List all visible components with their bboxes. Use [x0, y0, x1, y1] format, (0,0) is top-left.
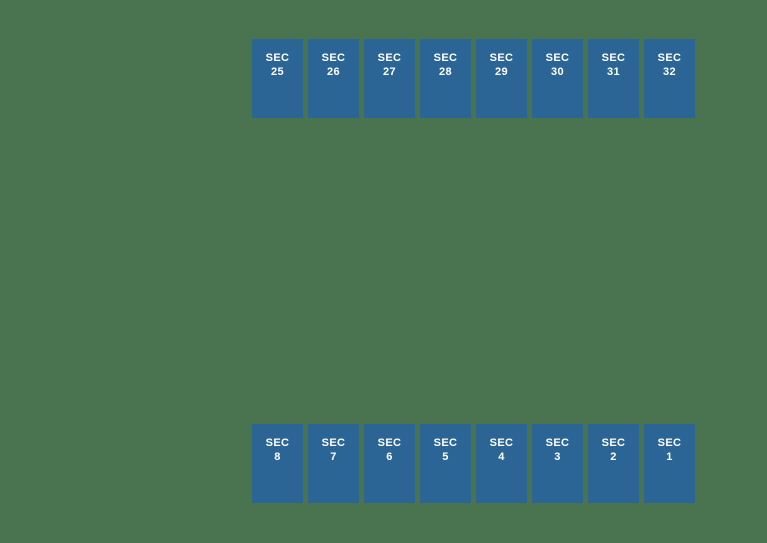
section-sec-32[interactable]: SEC 32 — [644, 39, 695, 118]
section-sec-29[interactable]: SEC 29 — [476, 39, 527, 118]
section-number: 5 — [442, 451, 449, 463]
section-number: 6 — [386, 451, 393, 463]
section-prefix: SEC — [433, 437, 458, 449]
section-number: 8 — [274, 451, 281, 463]
section-prefix: SEC — [377, 52, 402, 64]
section-prefix: SEC — [321, 437, 346, 449]
section-prefix: SEC — [433, 52, 458, 64]
section-prefix: SEC — [657, 437, 682, 449]
section-number: 25 — [270, 66, 285, 78]
section-prefix: SEC — [265, 437, 290, 449]
section-sec-1[interactable]: SEC 1 — [644, 424, 695, 503]
section-prefix: SEC — [489, 437, 514, 449]
section-prefix: SEC — [377, 437, 402, 449]
section-number: 32 — [662, 66, 677, 78]
section-prefix: SEC — [601, 52, 626, 64]
section-sec-7[interactable]: SEC 7 — [308, 424, 359, 503]
section-prefix: SEC — [545, 437, 570, 449]
section-number: 29 — [494, 66, 509, 78]
section-number: 7 — [330, 451, 337, 463]
section-number: 30 — [550, 66, 565, 78]
section-prefix: SEC — [321, 52, 346, 64]
section-sec-31[interactable]: SEC 31 — [588, 39, 639, 118]
section-sec-25[interactable]: SEC 25 — [252, 39, 303, 118]
section-number: 1 — [666, 451, 673, 463]
section-number: 4 — [498, 451, 505, 463]
section-sec-8[interactable]: SEC 8 — [252, 424, 303, 503]
section-prefix: SEC — [265, 52, 290, 64]
section-prefix: SEC — [489, 52, 514, 64]
section-sec-5[interactable]: SEC 5 — [420, 424, 471, 503]
section-number: 31 — [606, 66, 621, 78]
section-number: 27 — [382, 66, 397, 78]
section-prefix: SEC — [601, 437, 626, 449]
section-number: 28 — [438, 66, 453, 78]
section-sec-26[interactable]: SEC 26 — [308, 39, 359, 118]
section-sec-30[interactable]: SEC 30 — [532, 39, 583, 118]
section-sec-28[interactable]: SEC 28 — [420, 39, 471, 118]
lower-sections-row: SEC 8 SEC 7 SEC 6 SEC 5 SEC 4 SEC 3 SEC … — [252, 424, 695, 503]
upper-sections-row: SEC 25 SEC 26 SEC 27 SEC 28 SEC 29 SEC 3… — [252, 39, 695, 118]
section-number: 3 — [554, 451, 561, 463]
section-sec-6[interactable]: SEC 6 — [364, 424, 415, 503]
section-prefix: SEC — [657, 52, 682, 64]
section-number: 26 — [326, 66, 341, 78]
section-sec-2[interactable]: SEC 2 — [588, 424, 639, 503]
section-number: 2 — [610, 451, 617, 463]
section-prefix: SEC — [545, 52, 570, 64]
section-sec-3[interactable]: SEC 3 — [532, 424, 583, 503]
section-sec-27[interactable]: SEC 27 — [364, 39, 415, 118]
section-sec-4[interactable]: SEC 4 — [476, 424, 527, 503]
